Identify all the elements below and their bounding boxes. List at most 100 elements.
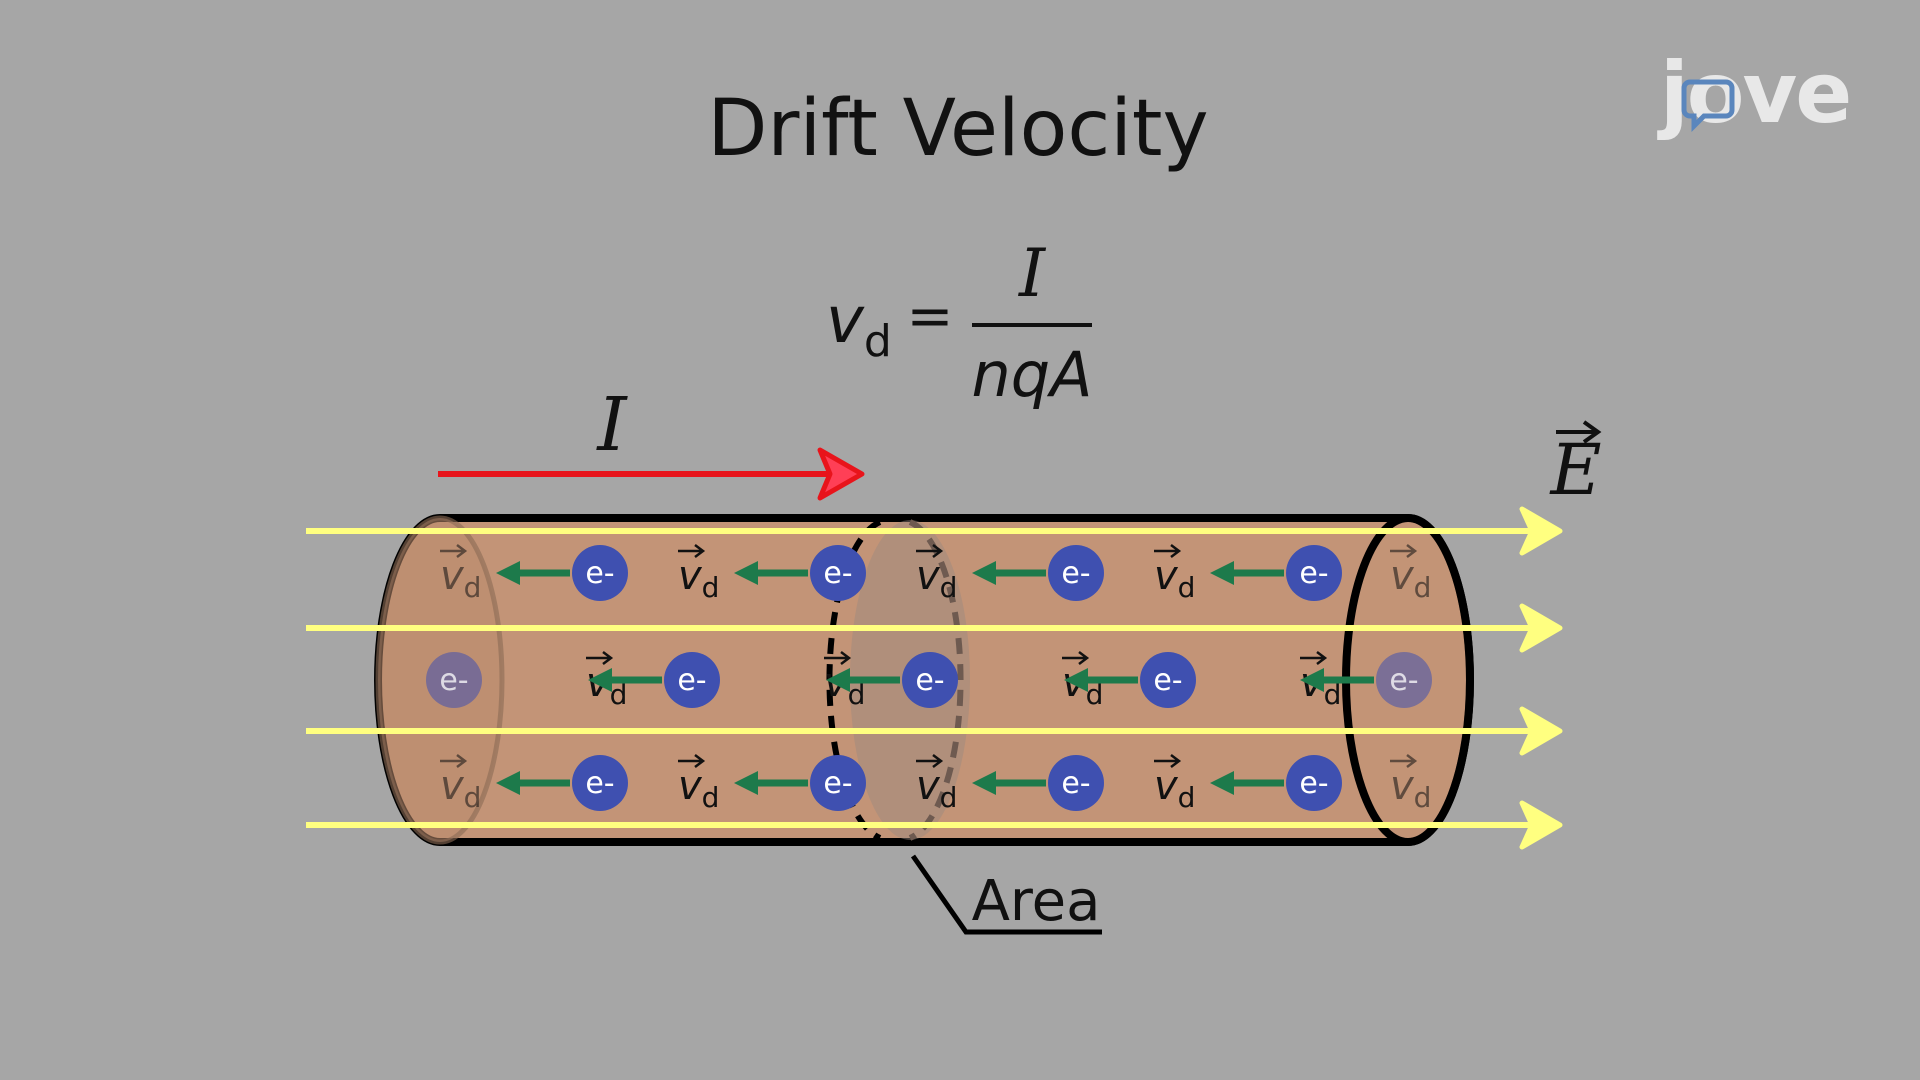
field-line bbox=[306, 506, 1563, 556]
drift-arrow bbox=[1064, 668, 1138, 692]
drift-velocity-text: vd bbox=[1154, 763, 1195, 814]
drift-velocity-text: vd bbox=[916, 763, 957, 814]
electron: e- bbox=[1048, 545, 1104, 601]
electron: e- bbox=[810, 755, 866, 811]
electron: e- bbox=[572, 545, 628, 601]
electron-label: e- bbox=[1299, 556, 1328, 591]
electron-sphere-icon bbox=[1048, 755, 1104, 811]
drift-arrow bbox=[588, 668, 662, 692]
drift-arrowhead-icon bbox=[972, 561, 996, 585]
drift-arrowhead-icon bbox=[826, 668, 850, 692]
field-line bbox=[306, 800, 1563, 850]
vector-arrow-icon bbox=[1300, 651, 1328, 665]
charge-carriers: vd e-vd e-vd e-vd e-vd e-vd e-vd e-vd e-vd e-vd e-… bbox=[426, 544, 1432, 814]
drift-arrowhead-icon bbox=[734, 771, 758, 795]
field-arrowhead-icon bbox=[1519, 800, 1563, 850]
drift-velocity-label: vd bbox=[1154, 544, 1195, 604]
drift-velocity-text: vd bbox=[678, 553, 719, 604]
drift-velocity-text: vd bbox=[1390, 553, 1431, 604]
drift-arrow bbox=[1300, 668, 1374, 692]
electron-sphere-icon bbox=[810, 545, 866, 601]
electron-sphere-icon bbox=[1286, 755, 1342, 811]
electron-sphere-icon bbox=[1048, 545, 1104, 601]
drift-velocity-text: vd bbox=[916, 553, 957, 604]
drift-velocity-text: vd bbox=[678, 763, 719, 814]
drift-arrowhead-icon bbox=[972, 771, 996, 795]
drift-arrow bbox=[496, 771, 570, 795]
drift-arrow bbox=[826, 668, 900, 692]
drift-arrowhead-icon bbox=[588, 668, 612, 692]
drift-velocity-label: vd bbox=[678, 544, 719, 604]
formula-lhs-subscript: d bbox=[864, 316, 892, 367]
electron: e- bbox=[1286, 755, 1342, 811]
field-arrowhead-icon bbox=[1519, 706, 1563, 756]
electron-sphere-icon bbox=[810, 755, 866, 811]
vector-arrow-icon bbox=[586, 651, 614, 665]
drift-velocity-text: vd bbox=[440, 763, 481, 814]
formula-lhs-symbol: v bbox=[826, 284, 865, 358]
area-label: Area bbox=[972, 869, 1101, 934]
drift-arrowhead-icon bbox=[1210, 561, 1234, 585]
drift-velocity-label: vd bbox=[1154, 754, 1195, 814]
drift-arrowhead-icon bbox=[1064, 668, 1088, 692]
vector-arrow-icon bbox=[678, 754, 706, 768]
drift-arrow bbox=[1210, 771, 1284, 795]
formula-denominator: nqA bbox=[971, 338, 1092, 411]
drift-velocity-text: vd bbox=[440, 553, 481, 604]
drift-velocity-label: vd bbox=[440, 754, 481, 814]
drift-velocity-label: vd bbox=[916, 544, 957, 604]
drift-velocity-label: vd bbox=[440, 544, 481, 604]
drift-velocity-formula: vd = I nqA bbox=[826, 235, 1093, 411]
field-arrowhead-icon bbox=[1519, 506, 1563, 556]
field-line bbox=[306, 706, 1563, 756]
vector-arrow-icon bbox=[916, 754, 944, 768]
electron-sphere-icon bbox=[426, 652, 482, 708]
electron: e- bbox=[1048, 755, 1104, 811]
electron: e- bbox=[426, 652, 482, 708]
field-label-text: E bbox=[1548, 429, 1601, 511]
electron-sphere-icon bbox=[572, 755, 628, 811]
electron-sphere-icon bbox=[1376, 652, 1432, 708]
electron-sphere-icon bbox=[1286, 545, 1342, 601]
electron-label: e- bbox=[915, 663, 944, 698]
jove-logo: jove bbox=[1657, 44, 1852, 142]
electron: e- bbox=[902, 652, 958, 708]
drift-velocity-label: vd bbox=[916, 754, 957, 814]
drift-arrowhead-icon bbox=[1210, 771, 1234, 795]
drift-velocity-label: vd bbox=[1390, 544, 1431, 604]
drift-arrow bbox=[972, 771, 1046, 795]
electron-sphere-icon bbox=[572, 545, 628, 601]
electron-label: e- bbox=[823, 556, 852, 591]
drift-arrow bbox=[496, 561, 570, 585]
area-leader-line bbox=[910, 854, 1102, 935]
electron-label: e- bbox=[1061, 766, 1090, 801]
field-line bbox=[306, 603, 1563, 653]
vector-arrow-icon bbox=[440, 754, 468, 768]
electric-field-lines bbox=[306, 506, 1563, 850]
drift-arrow bbox=[734, 561, 808, 585]
drift-velocity-label: vd bbox=[678, 754, 719, 814]
electron: e- bbox=[1140, 652, 1196, 708]
page-title: Drift Velocity bbox=[707, 84, 1208, 174]
field-vector-arrow-icon bbox=[1556, 420, 1602, 444]
electron: e- bbox=[810, 545, 866, 601]
vector-arrow-icon bbox=[440, 544, 468, 558]
electron-sphere-icon bbox=[902, 652, 958, 708]
electron-sphere-icon bbox=[664, 652, 720, 708]
drift-velocity-text: vd bbox=[1390, 763, 1431, 814]
vector-arrow-icon bbox=[824, 651, 852, 665]
logo-speech-bubble-icon bbox=[1681, 79, 1735, 133]
vector-arrow-icon bbox=[916, 544, 944, 558]
area-callout: Area bbox=[910, 854, 1102, 935]
electron-label: e- bbox=[1061, 556, 1090, 591]
current-label: I bbox=[595, 382, 628, 468]
vector-arrow-icon bbox=[678, 544, 706, 558]
electric-field-label: E bbox=[1548, 420, 1602, 511]
electron-label: e- bbox=[1153, 663, 1182, 698]
drift-arrowhead-icon bbox=[496, 771, 520, 795]
drift-arrowhead-icon bbox=[496, 561, 520, 585]
drift-velocity-label: vd bbox=[1390, 754, 1431, 814]
electron-label: e- bbox=[677, 663, 706, 698]
formula-lhs: vd bbox=[826, 284, 892, 367]
